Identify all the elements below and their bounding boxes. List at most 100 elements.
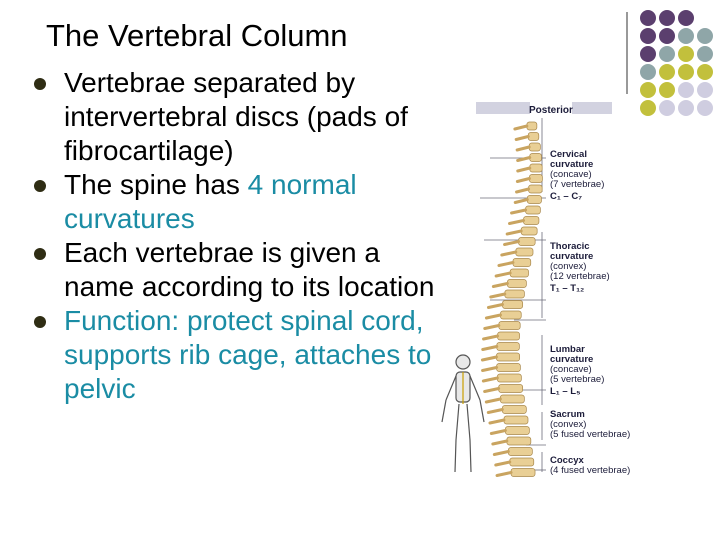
decorative-dot <box>659 100 675 116</box>
coccyx-title: Coccyx <box>550 455 584 466</box>
vertebra <box>499 394 525 404</box>
vertebra <box>510 468 536 477</box>
lumbar-count: (5 vertebrae) <box>550 374 605 385</box>
sacrum-title: Sacrum <box>550 409 585 420</box>
spinous-process <box>481 345 499 351</box>
slide-title: The Vertebral Column <box>46 18 348 53</box>
vertebra <box>515 247 534 257</box>
bullet-text: Vertebrae separated by intervertebral di… <box>64 67 408 166</box>
decorative-dot <box>640 100 656 116</box>
thoracic-title: Thoracic <box>550 241 590 252</box>
coccyx-count: (4 fused vertebrae) <box>550 465 631 476</box>
decorative-dot <box>640 28 656 44</box>
spinous-process <box>492 450 510 456</box>
spine-diagram: Posterior <box>430 100 670 520</box>
vertebra <box>528 142 541 152</box>
vertebra <box>502 300 524 309</box>
spinous-process <box>503 240 521 246</box>
vertebra <box>527 132 540 141</box>
decorative-dot <box>678 28 694 44</box>
spinous-process <box>484 397 502 404</box>
bullet-dot-icon <box>34 248 46 260</box>
spinous-process <box>500 250 518 257</box>
spinous-process <box>486 408 504 414</box>
sacrum-count: (5 fused vertebrae) <box>550 429 631 440</box>
bullet-item: Vertebrae separated by intervertebral di… <box>12 66 442 168</box>
spinous-process <box>483 387 501 393</box>
decorative-dot <box>678 46 694 62</box>
spinous-process <box>488 418 506 425</box>
bullet-item: The spine has 4 normal curvatures <box>12 168 442 236</box>
lumbar-range: L₁ – L₅ <box>550 386 581 397</box>
spine-illustration <box>441 118 546 477</box>
bullet-text: The spine has <box>64 169 248 200</box>
vertebra <box>503 415 529 425</box>
spinous-process <box>495 471 513 477</box>
spinous-process <box>505 229 523 236</box>
spinous-process <box>515 187 531 194</box>
decorative-dot <box>697 64 713 80</box>
decorative-dot <box>640 64 656 80</box>
decorative-dot <box>678 10 694 26</box>
spinous-process <box>491 282 509 288</box>
vertebra <box>525 205 541 215</box>
spinous-process <box>515 177 531 183</box>
thoracic-title-2: curvature <box>550 251 594 262</box>
vertebra <box>505 426 530 435</box>
spinous-process <box>494 271 512 278</box>
vertebra <box>529 153 542 162</box>
vertebra <box>529 163 543 173</box>
spinous-process <box>514 135 530 141</box>
spinous-process <box>508 219 526 225</box>
bullet-dot-icon <box>34 316 46 328</box>
bullet-dot-icon <box>34 180 46 192</box>
lumbar-type: (concave) <box>550 364 592 375</box>
decorative-dot <box>678 100 694 116</box>
decorative-dot <box>659 46 675 62</box>
bullet-item: Each vertebrae is given a name according… <box>12 236 442 304</box>
decorative-dot <box>678 82 694 98</box>
sacrum-type: (convex) <box>550 419 587 430</box>
thoracic-range: T₁ – T₁₂ <box>550 283 585 294</box>
spinous-process <box>497 261 515 267</box>
decorative-dot <box>659 64 675 80</box>
spinous-process <box>516 156 532 162</box>
decorative-dot <box>697 82 713 98</box>
spinous-process <box>484 313 502 320</box>
vertebra <box>500 310 522 320</box>
spinous-process <box>480 355 498 362</box>
spinous-process <box>483 324 501 330</box>
spinous-process <box>510 208 528 215</box>
divider-line <box>626 12 628 94</box>
vertebra <box>509 268 529 278</box>
spinous-process <box>515 145 531 152</box>
decorative-dot <box>640 10 656 26</box>
spinous-process <box>516 166 532 173</box>
vertebra <box>501 405 527 414</box>
decorative-dot <box>659 10 675 26</box>
vertebra <box>509 457 535 467</box>
spinous-process <box>513 198 529 204</box>
vertebra <box>528 184 543 194</box>
cervical-title-2: curvature <box>550 159 594 170</box>
spinous-process <box>481 376 499 383</box>
bullet-text: 4 normal curvatures <box>64 169 357 234</box>
thoracic-count: (12 vertebrae) <box>550 271 610 282</box>
decorative-dot <box>697 28 713 44</box>
decorative-dot <box>659 82 675 98</box>
decorative-dot <box>678 64 694 80</box>
vertebra <box>497 331 520 341</box>
header-bar <box>476 102 530 114</box>
vertebra <box>498 321 521 330</box>
vertebra <box>526 195 542 204</box>
spinous-process <box>486 303 504 309</box>
vertebra <box>518 237 536 246</box>
skeleton-figure <box>441 354 485 473</box>
vertebra <box>504 289 525 299</box>
vertebra <box>507 447 533 456</box>
vertebra <box>497 373 522 383</box>
spinous-process <box>482 334 500 341</box>
spinous-process <box>513 124 529 131</box>
vertebra <box>496 342 520 351</box>
cervical-range: C₁ – C₇ <box>550 191 583 202</box>
